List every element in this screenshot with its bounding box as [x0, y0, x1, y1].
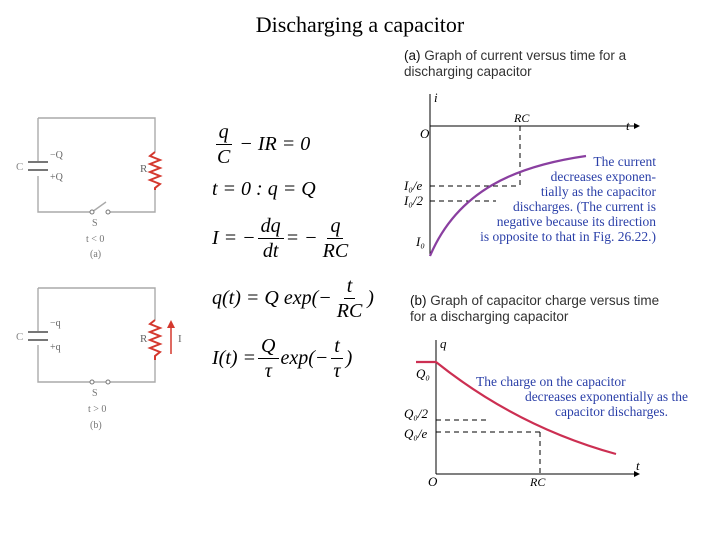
graph-a-annotation: The current decreases exponen- tially as… — [480, 154, 656, 244]
graph-a-rc: RC — [513, 111, 530, 125]
graph-a-tick-I0e: I₀/e — [403, 178, 422, 193]
circuit-a-top: −Q — [50, 150, 64, 161]
page-title: Discharging a capacitor — [255, 12, 465, 37]
circuit-diagram-b: C −q +q R I S t > 0 (b) — [16, 287, 182, 431]
circuit-a-C: C — [16, 161, 23, 173]
resistor-b — [147, 319, 163, 360]
graph-b-origin: O — [428, 474, 438, 489]
graph-a-current-curve — [428, 154, 587, 257]
circuit-a-bottom: +Q — [50, 172, 64, 183]
graph-charge-vs-time: q t O RC Q₀ Q₀/2 Q₀/e — [404, 336, 640, 489]
graph-b-rc: RC — [529, 475, 546, 489]
circuit-b-R: R — [140, 333, 148, 345]
graph-b-caption: (b) Graph of capacitor charge versus tim… — [410, 293, 660, 324]
circuit-b-wires — [37, 287, 156, 383]
graph-a-tick-I0: I₀ — [415, 234, 425, 249]
circuit-a-panel: (a) — [90, 249, 101, 260]
circuit-a-S: S — [92, 218, 98, 229]
circuit-a-wires — [37, 117, 156, 213]
graph-b-axis-q: q — [440, 336, 447, 351]
circuit-b-condition: t > 0 — [88, 404, 106, 415]
circuit-a-condition: t < 0 — [86, 234, 104, 245]
current-arrow-head-b — [167, 320, 175, 328]
graph-b-axis-t: t — [636, 458, 640, 473]
graph-a-axis-i: i — [434, 90, 438, 105]
graph-b-tick-Q0e: Q₀/e — [404, 426, 428, 441]
graph-b-tick-Q0: Q₀ — [416, 366, 430, 381]
graph-b-tick-Q02: Q₀/2 — [404, 406, 429, 421]
graph-b-charge-curve — [416, 360, 617, 456]
resistor-a — [147, 151, 163, 190]
circuit-b-panel: (b) — [90, 420, 102, 431]
equation-initial-condition: t = 0 : q = Q — [212, 178, 316, 200]
capacitor-b-plates — [28, 331, 48, 341]
circuit-b-S: S — [92, 388, 98, 399]
circuit-b-C: C — [16, 331, 23, 343]
graph-a-tick-I02: I₀/2 — [403, 193, 423, 208]
graph-a-caption: (a) Graph of current versus time for a d… — [404, 48, 627, 79]
graph-current-vs-time: i t O RC I₀/e I₀/2 I₀ — [403, 90, 640, 257]
circuit-b-I: I — [178, 333, 182, 345]
circuit-diagram-a: C −Q +Q R S t < 0 (a) — [16, 117, 163, 260]
circuit-a-R: R — [140, 163, 148, 175]
graph-a-axis-t: t — [626, 118, 630, 133]
capacitor-a-plates — [28, 161, 48, 171]
circuit-b-bottom: +q — [50, 342, 61, 353]
graph-a-origin: O — [420, 126, 430, 141]
circuit-b-top: −q — [50, 318, 61, 329]
graph-b-annotation: The charge on the capacitor decreases ex… — [476, 374, 688, 419]
